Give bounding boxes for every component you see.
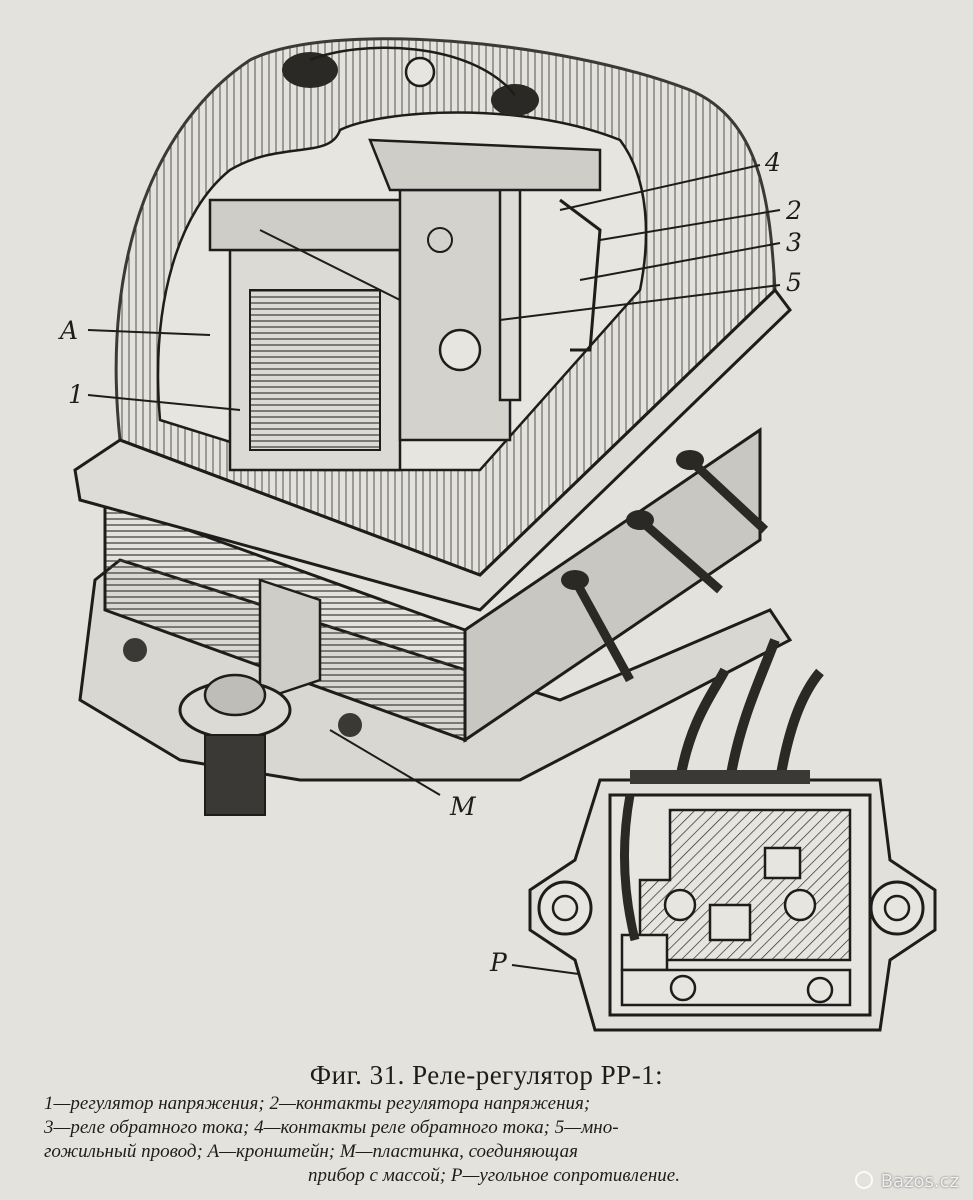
figure-caption: Фиг. 31. Реле-регулятор РР-1: <box>309 1060 664 1090</box>
callout-4: 4 <box>765 148 781 177</box>
legend-line: гожильный провод; А—кронштейн; М—пластин… <box>44 1141 578 1162</box>
mass-plate-bracket <box>123 578 362 816</box>
callout-5: 5 <box>786 268 802 297</box>
callout-p: P <box>490 948 507 977</box>
callout-a: A <box>60 316 79 345</box>
relay-regulator-illustration <box>73 37 937 1032</box>
reverse-current-relay <box>368 138 602 442</box>
watermark-text: Bazos.cz <box>880 1171 959 1192</box>
figure-legend: 1—регулятор напряжения; 2—контакты регул… <box>44 1092 944 1188</box>
callout-2: 2 <box>786 196 802 225</box>
legend-line: 1—регулятор напряжения; 2—контакты регул… <box>44 1093 591 1114</box>
at-sign-icon <box>854 1171 873 1189</box>
legend-line: прибор с массой; Р—угольное сопротивлени… <box>308 1165 680 1186</box>
terminal-block-inset <box>528 638 937 1032</box>
watermark: Bazos.cz <box>854 1171 959 1192</box>
legend-line: 3—реле обратного тока; 4—контакты реле о… <box>44 1117 619 1138</box>
side-wires <box>561 450 769 683</box>
callout-m: M <box>450 792 476 821</box>
top-terminals <box>282 46 539 116</box>
callout-3: 3 <box>786 228 802 257</box>
callout-1: 1 <box>68 380 84 409</box>
voltage-regulator-coil <box>208 198 412 472</box>
